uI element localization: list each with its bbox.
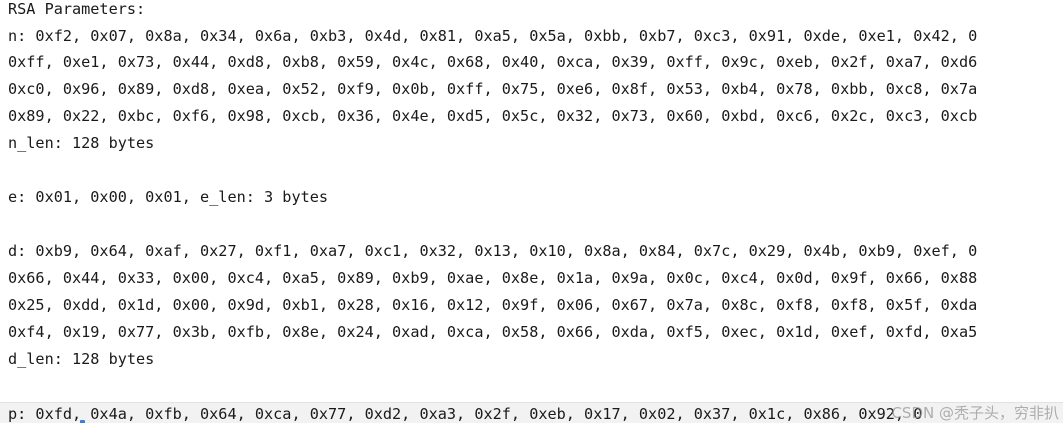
console-line-d-4: 0xf4, 0x19, 0x77, 0x3b, 0xfb, 0x8e, 0x24… — [8, 323, 978, 341]
console-output: RSA Parameters: n: 0xf2, 0x07, 0x8a, 0x3… — [8, 0, 1063, 402]
console-line-n-len: n_len: 128 bytes — [8, 134, 155, 152]
console-line-n-4: 0x89, 0x22, 0xbc, 0xf6, 0x98, 0xcb, 0x36… — [8, 107, 978, 125]
partial-next-output: p: 0xfd, 0x4a, 0xfb, 0x64, 0xca, 0x77, 0… — [0, 402, 1063, 423]
console-line-d-2: 0x66, 0x44, 0x33, 0x00, 0xc4, 0xa5, 0x89… — [8, 269, 978, 287]
console-line-d-1: d: 0xb9, 0x64, 0xaf, 0x27, 0xf1, 0xa7, 0… — [8, 242, 978, 260]
console-line-d-len: d_len: 128 bytes — [8, 350, 155, 368]
console-line-n-1: n: 0xf2, 0x07, 0x8a, 0x34, 0x6a, 0xb3, 0… — [8, 27, 978, 45]
console-line-e: e: 0x01, 0x00, 0x01, e_len: 3 bytes — [8, 188, 329, 206]
console-line-d-3: 0x25, 0xdd, 0x1d, 0x00, 0x9d, 0xb1, 0x28… — [8, 296, 978, 314]
console-line-n-3: 0xc0, 0x96, 0x89, 0xd8, 0xea, 0x52, 0xf9… — [8, 80, 978, 98]
console-line-n-2: 0xff, 0xe1, 0x73, 0x44, 0xd8, 0xb8, 0x59… — [8, 53, 978, 71]
watermark-text: CSDN @秃子头，穷非扒 — [891, 404, 1059, 422]
console-line-header: RSA Parameters: — [8, 0, 146, 18]
caret-marker-icon — [80, 420, 85, 423]
console-line-p-partial: p: 0xfd, 0x4a, 0xfb, 0x64, 0xca, 0x77, 0… — [8, 405, 923, 423]
